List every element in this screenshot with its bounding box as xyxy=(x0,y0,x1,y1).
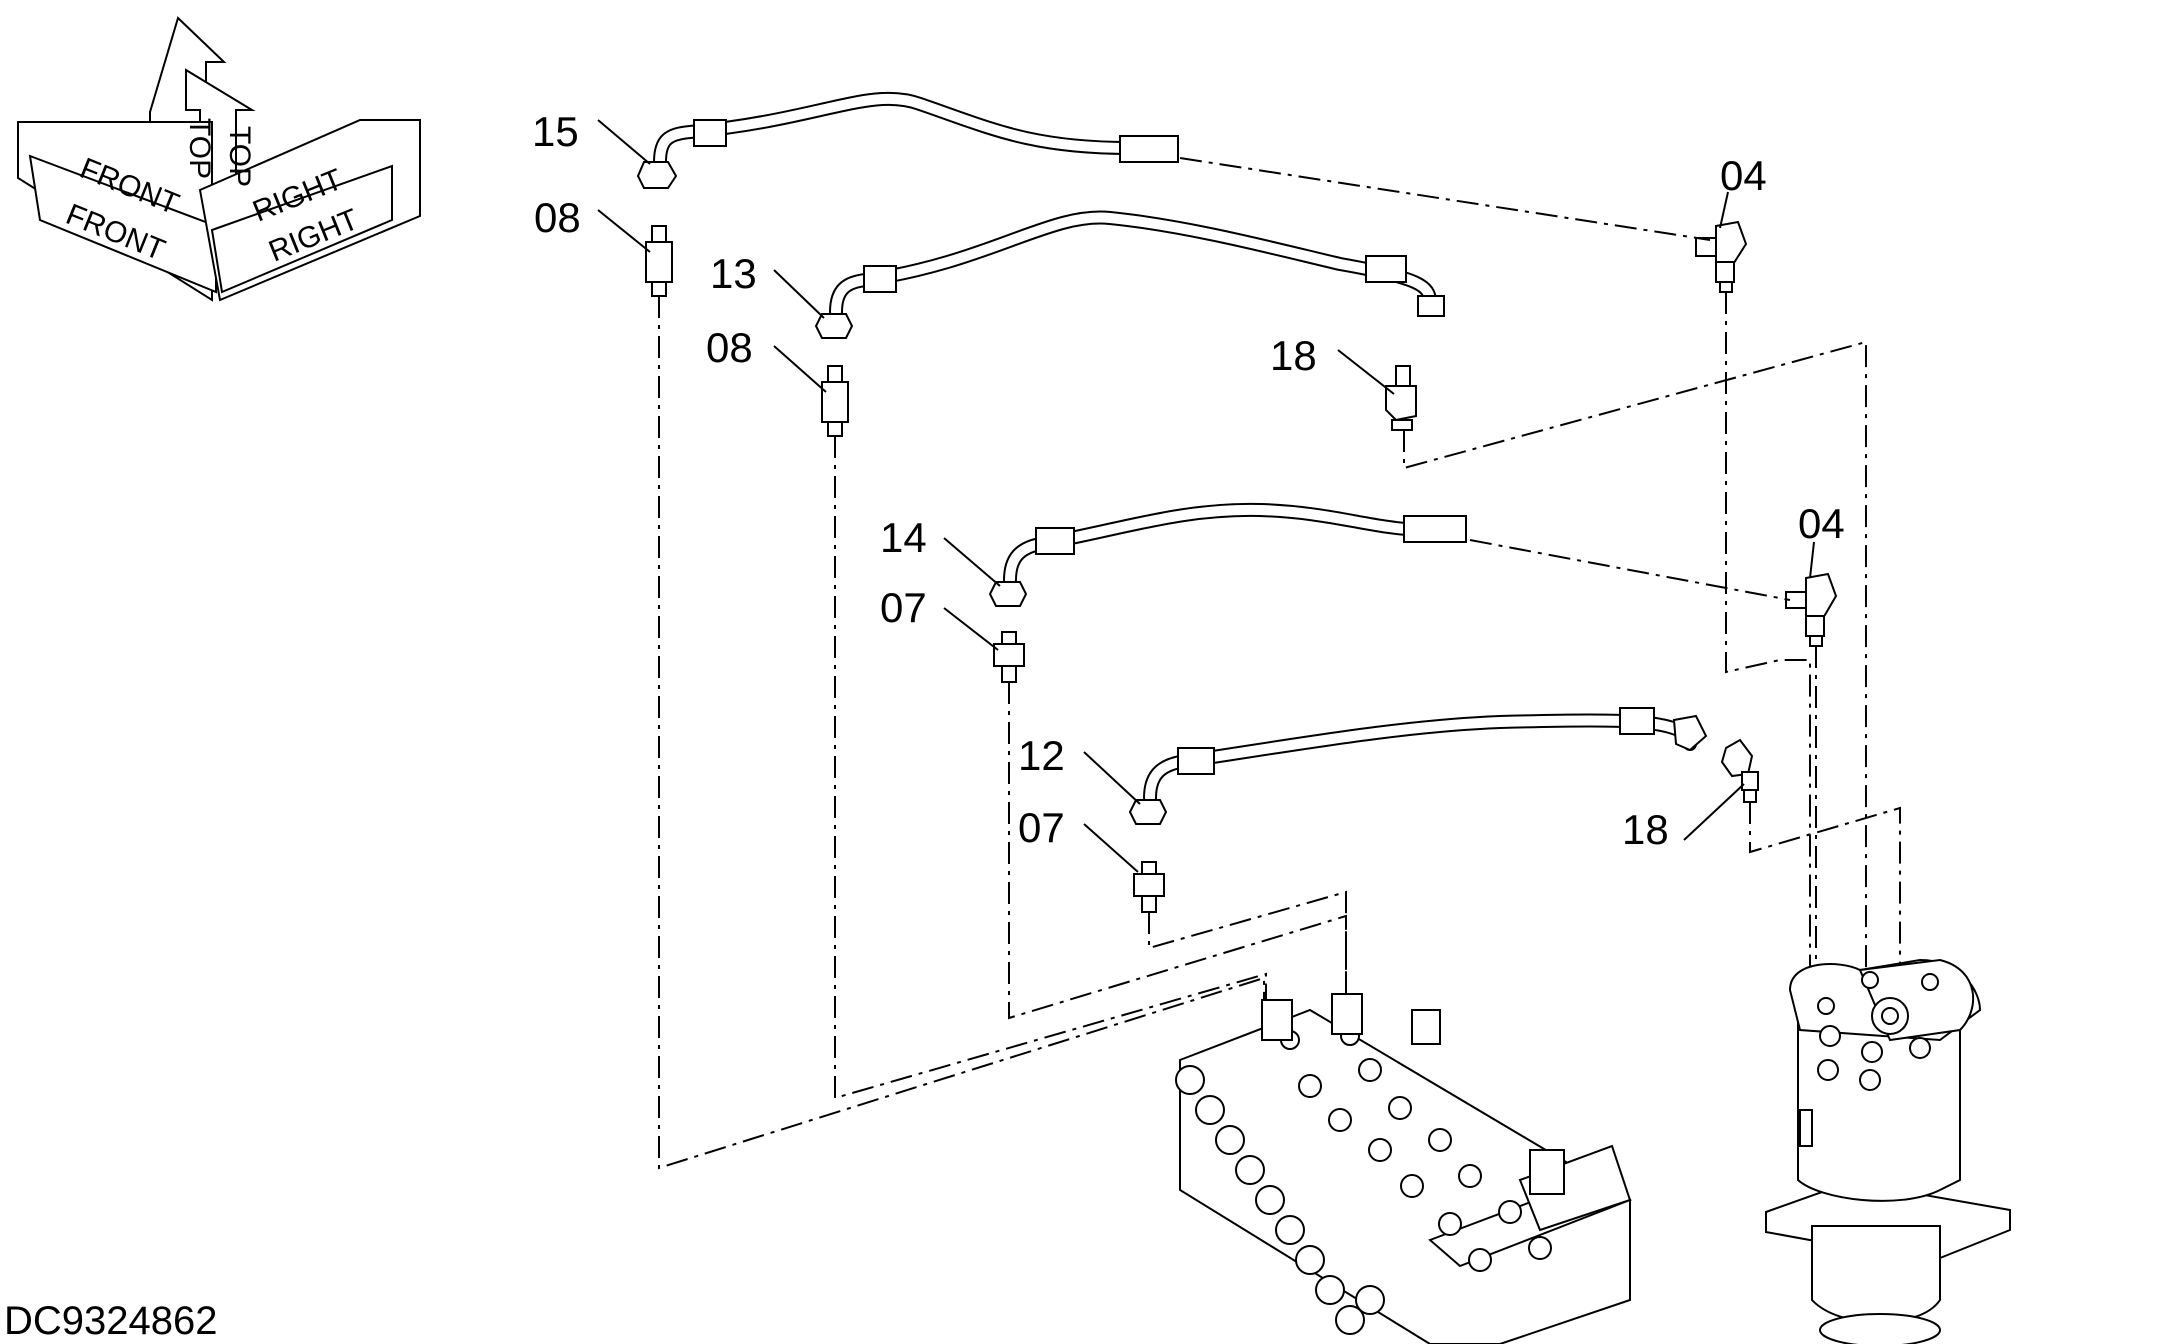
callout-18: 18 xyxy=(1270,332,1317,379)
hose-13 xyxy=(814,210,1445,339)
elbow-04 xyxy=(1695,220,1748,293)
callout-08: 08 xyxy=(534,194,581,241)
control-valve xyxy=(1175,993,1632,1344)
orientation-arrows-icon: FRONT FRONT TOP TOP RIGHT RIGHT xyxy=(17,16,421,302)
pump-unit xyxy=(1765,958,2011,1344)
adapter-07 xyxy=(993,631,1025,683)
adapter-08 xyxy=(645,225,673,297)
callout-08: 08 xyxy=(706,324,753,371)
callout-07: 07 xyxy=(1018,804,1065,851)
hose-14 xyxy=(988,502,1467,607)
callout-04: 04 xyxy=(1720,152,1767,199)
top-label: TOP xyxy=(223,126,256,187)
drawing-code: DC9324862 xyxy=(4,1299,218,1343)
elbow-18 xyxy=(1385,365,1417,431)
hose-15 xyxy=(636,91,1179,189)
callout-13: 13 xyxy=(710,250,757,297)
callout-14: 14 xyxy=(880,514,927,561)
callout-07: 07 xyxy=(880,584,927,631)
hose-12 xyxy=(1128,707,1708,825)
connection-lines xyxy=(658,157,1901,1170)
callout-15: 15 xyxy=(532,108,579,155)
adapter-07 xyxy=(1133,861,1165,913)
elbow-18 xyxy=(1720,738,1759,803)
callout-04: 04 xyxy=(1798,500,1845,547)
adapter-08 xyxy=(821,365,849,437)
elbow-04 xyxy=(1785,572,1838,647)
callout-12: 12 xyxy=(1018,732,1065,779)
top-label: TOP xyxy=(183,118,216,179)
callout-18: 18 xyxy=(1622,806,1669,853)
callout-leaders xyxy=(597,119,1815,873)
